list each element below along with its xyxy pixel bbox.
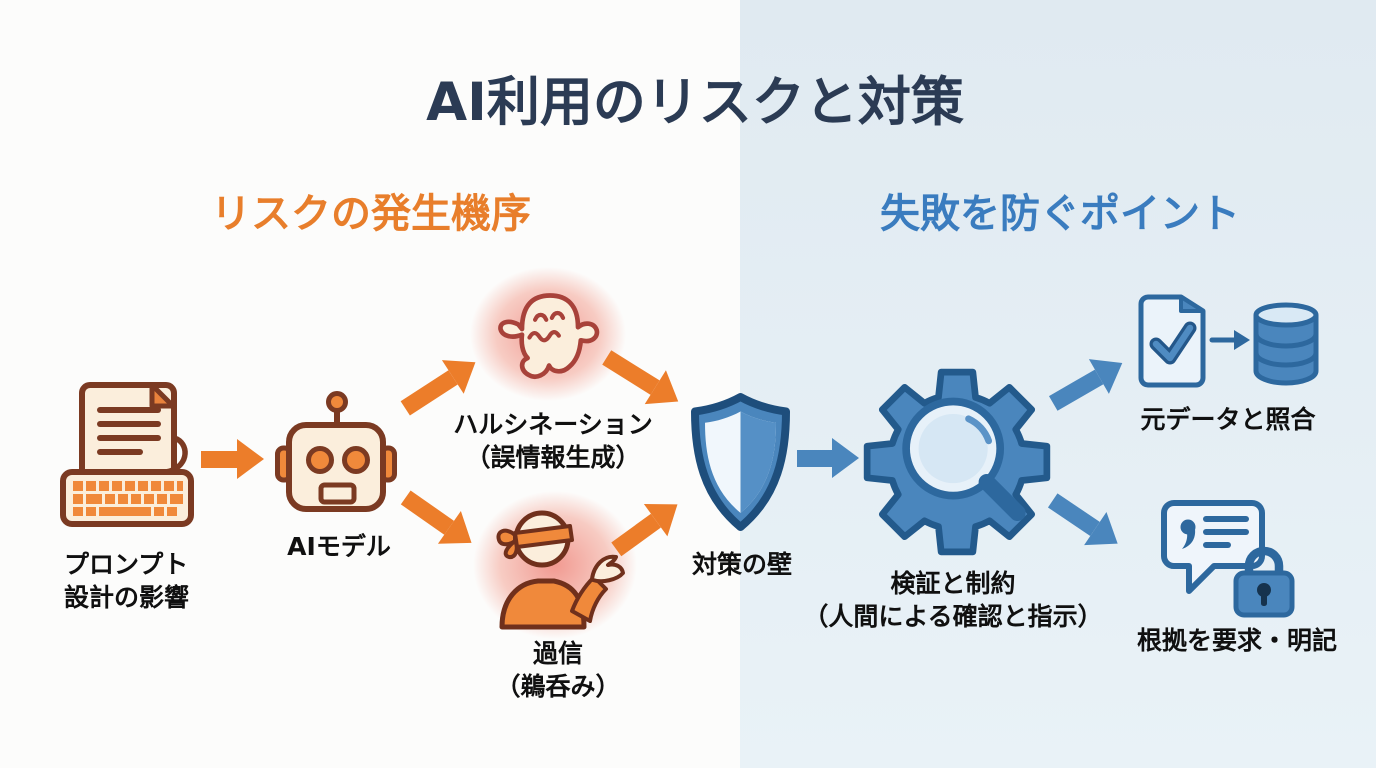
prompt-label-line1: プロンプト (64, 550, 189, 579)
blindfolded-person-icon (496, 510, 625, 630)
source-check-label: 元データと照合 (1140, 405, 1316, 434)
arrow-ai-to-hallucination (400, 345, 487, 416)
evidence-label: 根拠を要求・明記 (1136, 626, 1338, 655)
overtrust-label-line2: （鵜呑み） (495, 671, 621, 701)
prompt-label: プロンプト 設計の影響 (64, 549, 189, 614)
risk-section-heading: リスクの発生機序 (211, 191, 531, 237)
verification-label-line1: 検証と制約 (890, 569, 1016, 598)
keyboard-document-icon (60, 382, 194, 527)
prompt-label-line2: 設計の影響 (64, 582, 190, 612)
verification-label-line2: （人間による確認と指示） (803, 601, 1103, 631)
prevention-section-heading: 失敗を防ぐポイント (880, 191, 1240, 237)
overtrust-label-line1: 過信 (532, 639, 584, 668)
shield-icon (691, 393, 790, 531)
robot-icon (275, 391, 397, 512)
gear-magnifier-icon (863, 368, 1051, 556)
verification-label: 検証と制約 （人間による確認と指示） (803, 568, 1102, 633)
hallucination-label-line2: （誤情報生成） (465, 442, 641, 472)
barrier-label: 対策の壁 (691, 550, 793, 579)
hallucination-label-line1: ハルシネーション (453, 410, 653, 439)
hallucination-label: ハルシネーション （誤情報生成） (453, 409, 653, 474)
page-title: AI利用のリスクと対策 (426, 72, 964, 133)
speech-bubble-lock-icon (1161, 500, 1295, 618)
overtrust-label: 過信 （鵜呑み） (495, 638, 620, 703)
prevention-section-background (740, 0, 1376, 768)
ghost-icon (498, 293, 600, 379)
document-check-database-icon (1138, 294, 1319, 388)
ai-model-label: AIモデル (287, 532, 391, 561)
arrow-ai-to-overtrust (401, 490, 484, 560)
